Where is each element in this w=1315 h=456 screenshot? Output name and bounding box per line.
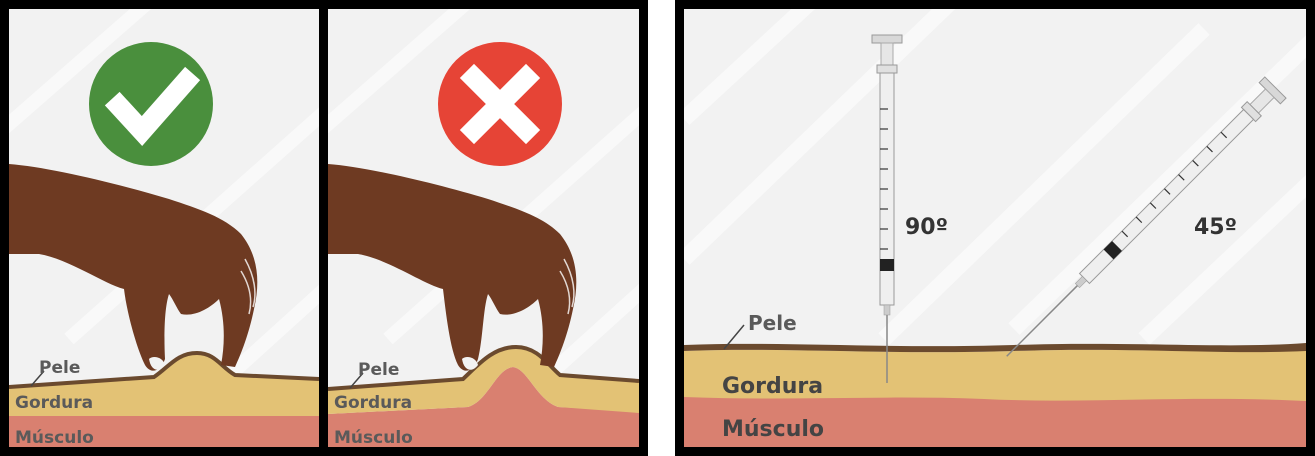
muscle-label: Músculo bbox=[334, 430, 413, 447]
diagonal-angle-label: 45º bbox=[1194, 217, 1237, 239]
background-reflection bbox=[684, 9, 1306, 339]
muscle-label: Músculo bbox=[15, 430, 94, 447]
injection-angle-panel: 90º 45º Pele Gordura Músculo bbox=[675, 0, 1315, 456]
vertical-angle-label: 90º bbox=[905, 217, 948, 239]
correct-technique-illustration bbox=[9, 9, 319, 447]
fat-label: Gordura bbox=[334, 395, 412, 412]
skin-label: Pele bbox=[748, 313, 797, 333]
correct-technique-panel: Pele Gordura Músculo bbox=[0, 0, 328, 456]
x-mark-icon bbox=[438, 42, 562, 166]
skin-label: Pele bbox=[358, 362, 399, 379]
incorrect-technique-panel: Pele Gordura Músculo bbox=[319, 0, 648, 456]
skin-label: Pele bbox=[39, 360, 80, 377]
check-mark-icon bbox=[89, 42, 213, 166]
fat-label: Gordura bbox=[15, 395, 93, 412]
fat-label: Gordura bbox=[722, 376, 823, 398]
hand-icon bbox=[9, 164, 257, 371]
muscle-label: Músculo bbox=[722, 419, 824, 441]
diagonal-syringe-icon bbox=[996, 77, 1286, 367]
incorrect-technique-illustration bbox=[328, 9, 639, 447]
hand-icon bbox=[328, 164, 576, 371]
